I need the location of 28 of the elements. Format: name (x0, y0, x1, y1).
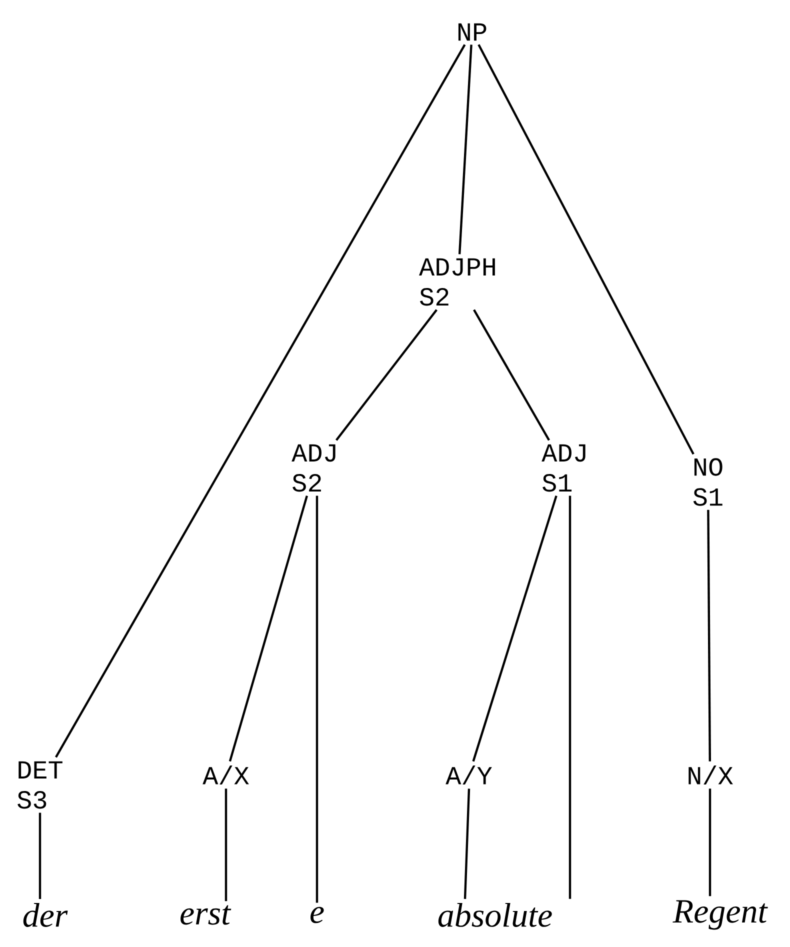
category-label: A/Y (446, 765, 492, 785)
category-label: DET S3 (18, 761, 62, 809)
word-label: absolute (438, 903, 552, 927)
word-label: der (23, 903, 68, 927)
tree-line (458, 44, 472, 254)
tree-line (568, 496, 572, 899)
tree-line (54, 44, 466, 758)
tree-line (473, 309, 550, 441)
category-label: ADJ S1 (542, 444, 586, 492)
tree-line (224, 788, 228, 902)
word-label: erst (180, 905, 232, 925)
tree-line (707, 510, 712, 762)
tree-line (228, 495, 308, 762)
category-label: ADJPH S2 (419, 258, 495, 306)
category-label: ADJ S2 (292, 444, 336, 492)
word-label: e (310, 906, 324, 924)
tree-line (38, 812, 42, 899)
category-label: NO S1 (693, 458, 722, 506)
category-label: NP (458, 23, 486, 41)
tree-line (472, 495, 558, 762)
word-label: Regent (672, 900, 768, 930)
tree-line (464, 788, 470, 899)
category-label: A/X (202, 765, 249, 785)
tree-line (335, 309, 438, 441)
tree-line (478, 44, 694, 455)
tree-line (708, 788, 712, 896)
category-label: N/X (688, 765, 733, 785)
tree-line (316, 496, 318, 903)
